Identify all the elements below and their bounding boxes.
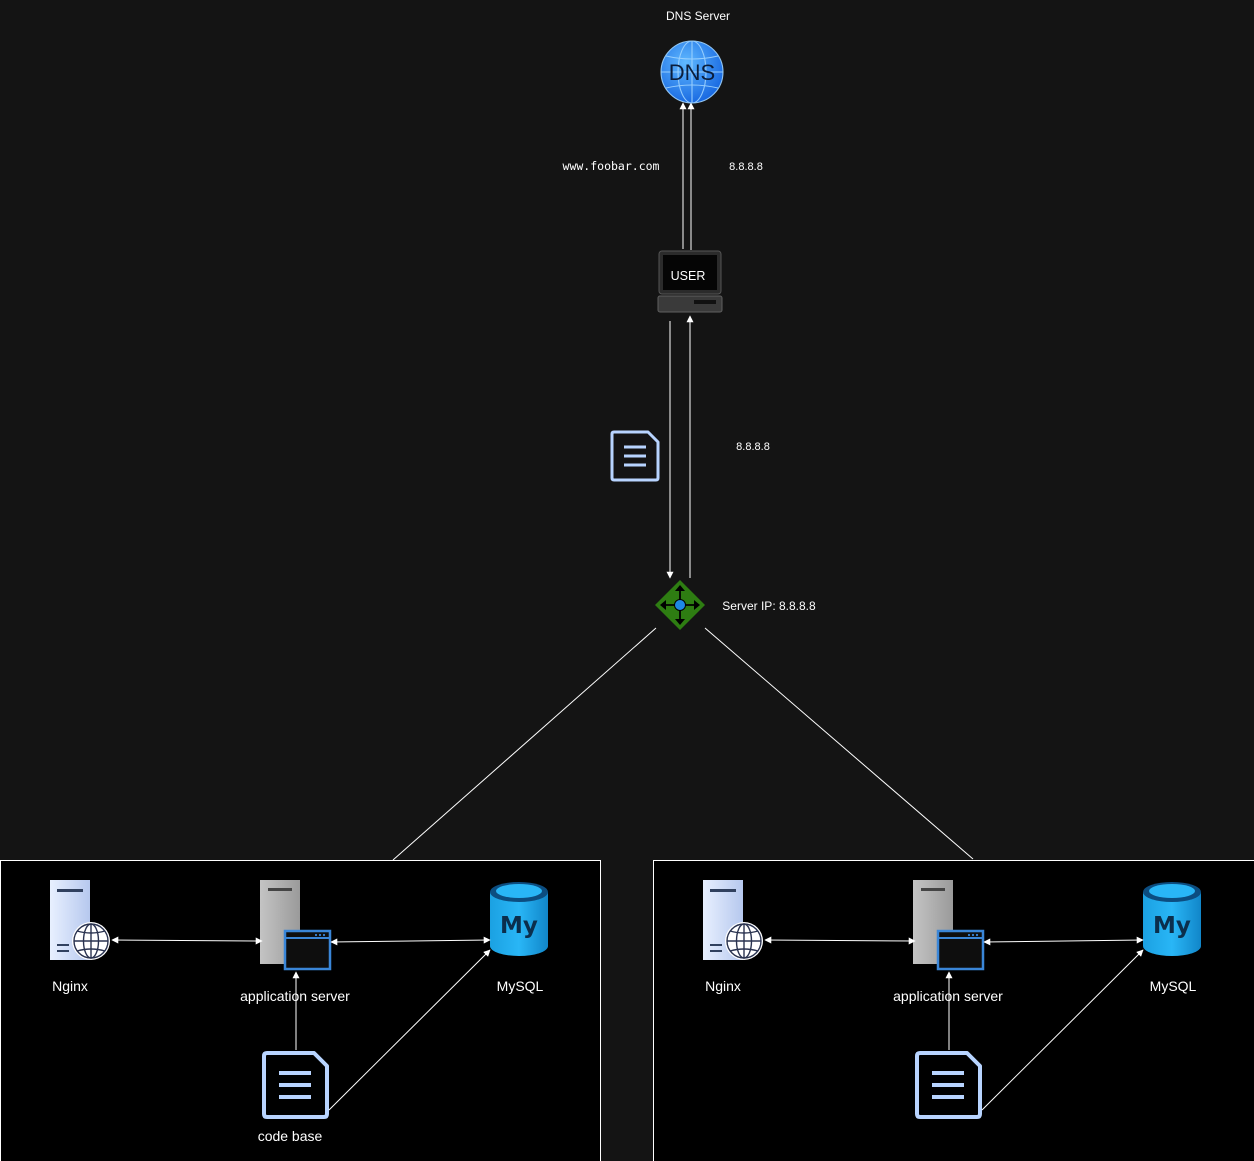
server-group-right: Nginx application server My MySQL [703,880,1201,1119]
application-server-label: application server [893,988,1003,1004]
code-base-document-icon [915,1051,982,1119]
load-balancer-icon [655,580,705,630]
user-icon-text: USER [671,269,706,283]
app-mysql-connector [983,936,1144,946]
mysql-icon-text: My [500,913,538,939]
nginx-label: Nginx [705,978,741,994]
codebase-mysql-connector [328,949,491,1111]
codebase-mysql-connector [981,949,1144,1111]
nginx-icon [703,880,763,960]
nginx-app-connector [764,936,916,945]
code-base-document-icon [262,1051,329,1119]
nginx-app-connector [111,936,263,945]
lb-to-right-panel [704,627,974,860]
mysql-icon: My [490,882,548,956]
user-response-label: 8.8.8.8 [736,441,770,453]
application-server-label: application server [240,988,350,1004]
nginx-label: Nginx [52,978,88,994]
lb-to-left-panel [392,627,657,861]
mysql-label: MySQL [1150,978,1197,994]
application-server-icon [913,880,985,971]
dns-response-label: 8.8.8.8 [729,161,763,173]
server-group-left: Nginx application server My MySQL co [50,880,548,1144]
dns-request-label: www.foobar.com [563,159,660,173]
application-server-icon [260,880,332,971]
dns-icon: DNS [660,40,724,104]
request-document-icon [610,430,660,482]
mysql-icon: My [1143,882,1201,956]
nginx-icon [50,880,110,960]
server-ip-label: Server IP: 8.8.8.8 [722,599,816,613]
app-mysql-connector [330,936,491,946]
user-laptop-icon: USER [657,250,723,313]
mysql-icon-text: My [1153,913,1191,939]
dns-icon-text: DNS [669,60,715,85]
dns-server-title: DNS Server [666,9,730,23]
code-base-label: code base [258,1128,323,1144]
mysql-label: MySQL [497,978,544,994]
